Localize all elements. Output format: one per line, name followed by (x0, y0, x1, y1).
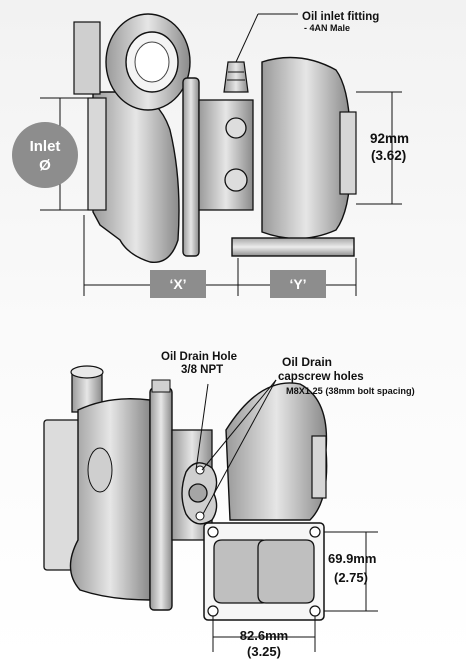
flange-bolt-br (309, 605, 321, 617)
height-in: (3.62) (371, 148, 406, 163)
oil-drain-bolt-lower (195, 511, 205, 521)
bottom-backplate (149, 387, 173, 611)
top-turbo-drawing (73, 13, 357, 264)
top-turbine-inlet-flange (231, 237, 355, 257)
flange-bolt-tl (207, 526, 219, 538)
flange-height-mm: 69.9mm (328, 551, 376, 566)
y-badge-label: ‘Y’ (289, 276, 306, 292)
oil-drain-capscrew-spec: M8X1.25 (38mm bolt spacing) (286, 386, 415, 396)
top-center-housing (198, 99, 254, 211)
bottom-backplate-cap (151, 379, 171, 393)
bottom-turbo-drawing (43, 365, 328, 621)
top-oil-inlet-fitting (223, 61, 249, 93)
flange-height-in: (2.75) (334, 570, 368, 585)
oil-inlet-title: Oil inlet fitting (302, 11, 379, 23)
inlet-badge-symbol: Ø (39, 157, 51, 174)
top-inlet-bell (87, 97, 107, 211)
flange-width-in: (3.25) (247, 644, 281, 659)
bottom-turbine-housing (225, 382, 328, 521)
flange-port-right (257, 539, 315, 604)
top-turbine-outlet-flange (339, 111, 357, 195)
bottom-compressor-scroll (69, 398, 151, 601)
inlet-badge (12, 122, 78, 188)
bottom-turbine-outlet (311, 435, 327, 499)
top-backplate (182, 77, 200, 257)
oil-drain-capscrew-line2: capscrew holes (278, 371, 364, 383)
oil-drain-hole-sub: 3/8 NPT (181, 364, 223, 376)
bottom-compressor-detail (87, 447, 113, 493)
oil-inlet-sub: - 4AN Male (304, 23, 350, 33)
oil-inlet-leader-2 (235, 13, 259, 63)
top-compressor-outlet-inner (134, 41, 170, 83)
top-compressor-housing (92, 91, 180, 264)
y-badge (270, 270, 326, 298)
flange-bolt-bl (207, 605, 219, 617)
capscrew-leader-1 (201, 379, 277, 471)
bottom-compressor-inlet-rim (70, 365, 104, 379)
flange-bolt-tr (309, 526, 321, 538)
flange-width-mm: 82.6mm (240, 628, 288, 643)
top-oil-port-upper (225, 117, 247, 139)
top-oil-port-lower (224, 168, 248, 192)
x-badge-label: ‘X’ (169, 276, 186, 292)
oil-drain-hole-leader (195, 383, 209, 471)
oil-drain-capscrew-line1: Oil Drain (282, 355, 332, 369)
oil-drain-hole-title: Oil Drain Hole (161, 351, 237, 363)
bottom-dimensions (195, 379, 378, 652)
top-bracket (73, 21, 101, 95)
inlet-badge-label: Inlet (30, 138, 61, 155)
top-turbine-housing (261, 56, 351, 240)
oil-drain-bolt-upper (195, 465, 205, 475)
oil-drain-hole (188, 483, 208, 503)
height-mm: 92mm (370, 131, 409, 146)
x-badge (150, 270, 206, 298)
capscrew-leader-2 (202, 379, 277, 515)
